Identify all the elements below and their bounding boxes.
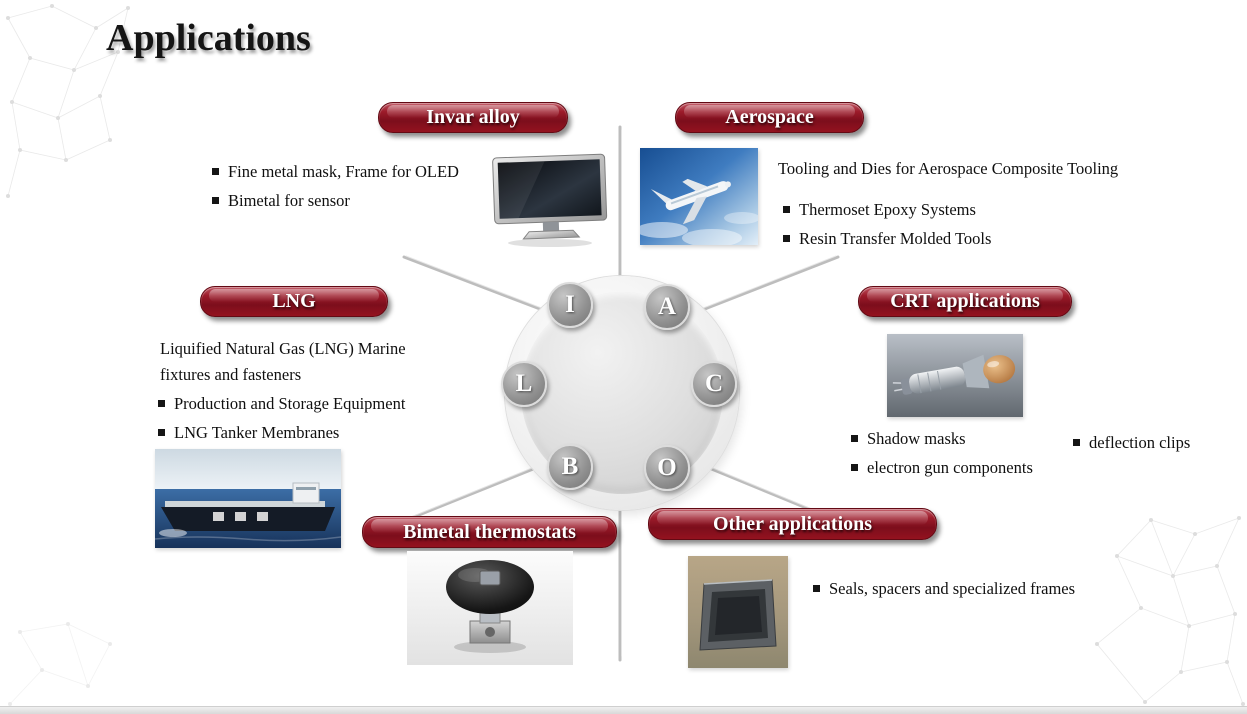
list-item: Fine metal mask, Frame for OLED	[212, 160, 459, 183]
bullet-square-icon	[783, 235, 790, 242]
network-mesh-decoration-bottom-right	[1095, 516, 1245, 706]
list-item: deflection clips	[1073, 431, 1190, 454]
bullet-text: Resin Transfer Molded Tools	[799, 229, 992, 248]
pill-invar-alloy: Invar alloy	[378, 102, 568, 133]
bullet-text: Shadow masks	[867, 429, 966, 448]
hub-letter-l: L	[501, 361, 547, 407]
bullet-square-icon	[212, 197, 219, 204]
bullet-text: Thermoset Epoxy Systems	[799, 200, 976, 219]
list-item: Production and Storage Equipment	[158, 392, 405, 415]
metal-frame-image	[688, 556, 788, 668]
lng-intro: Liquified Natural Gas (LNG) Marine fixtu…	[160, 339, 406, 384]
bullet-text: Seals, spacers and specialized frames	[829, 579, 1076, 598]
hub-letter-a: A	[644, 284, 690, 330]
invar-bullets: Fine metal mask, Frame for OLED Bimetal …	[212, 160, 459, 218]
bullet-square-icon	[158, 400, 165, 407]
slide-footer-strip	[0, 706, 1247, 714]
pill-aerospace: Aerospace	[675, 102, 864, 133]
bullet-square-icon	[851, 435, 858, 442]
pill-lng: LNG	[200, 286, 388, 317]
pill-bimetal-thermostats: Bimetal thermostats	[362, 516, 617, 548]
bullet-square-icon	[212, 168, 219, 175]
list-item: Shadow masks	[851, 427, 1033, 450]
pill-bimetal-thermostats-label: Bimetal thermostats	[403, 520, 576, 543]
bullet-text: Fine metal mask, Frame for OLED	[228, 162, 459, 181]
list-item: LNG Tanker Membranes	[158, 421, 405, 444]
hub-letter-b: B	[547, 444, 593, 490]
airplane-image	[640, 148, 758, 245]
list-item: electron gun components	[851, 456, 1033, 479]
hub-letter-o: O	[644, 445, 690, 491]
pill-lng-label: LNG	[272, 290, 316, 312]
other-bullets: Seals, spacers and specialized frames	[813, 577, 1075, 606]
list-item: Resin Transfer Molded Tools	[783, 227, 991, 250]
bullet-square-icon	[783, 206, 790, 213]
pill-other-applications-label: Other applications	[712, 512, 873, 535]
bullet-text: deflection clips	[1089, 433, 1191, 452]
thermostat-image	[407, 551, 573, 665]
bullet-square-icon	[1073, 439, 1080, 446]
page-title: Applications	[106, 17, 311, 59]
aerospace-intro: Tooling and Dies for Aerospace Composite…	[778, 159, 1119, 178]
electron-gun-image	[887, 334, 1023, 417]
bullet-text: Bimetal for sensor	[228, 191, 350, 210]
list-item: Thermoset Epoxy Systems	[783, 198, 991, 221]
hub-letter-c: C	[691, 361, 737, 407]
crt-bullets: Shadow masks electron gun components	[851, 427, 1033, 485]
bullet-text: electron gun components	[867, 458, 1033, 477]
network-mesh-decoration-bottom-left	[8, 622, 112, 706]
bullet-square-icon	[851, 464, 858, 471]
pill-crt-applications-label: CRT applications	[890, 290, 1040, 312]
crt-bullets-right: deflection clips	[1073, 431, 1190, 460]
lng-bullets: Production and Storage Equipment LNG Tan…	[158, 392, 405, 450]
aerospace-bullets: Thermoset Epoxy Systems Resin Transfer M…	[783, 198, 991, 256]
bullet-square-icon	[158, 429, 165, 436]
oled-tv-image	[488, 150, 612, 248]
bullet-text: LNG Tanker Membranes	[174, 423, 340, 442]
bullet-text: Production and Storage Equipment	[174, 394, 406, 413]
bullet-square-icon	[813, 585, 820, 592]
pill-crt-applications: CRT applications	[858, 286, 1072, 317]
list-item: Bimetal for sensor	[212, 189, 459, 212]
hub-letter-i: I	[547, 282, 593, 328]
pill-other-applications: Other applications	[648, 508, 937, 540]
list-item: Seals, spacers and specialized frames	[813, 577, 1075, 600]
lng-tanker-image	[155, 449, 341, 548]
pill-invar-alloy-label: Invar alloy	[426, 106, 520, 128]
pill-aerospace-label: Aerospace	[725, 106, 814, 128]
